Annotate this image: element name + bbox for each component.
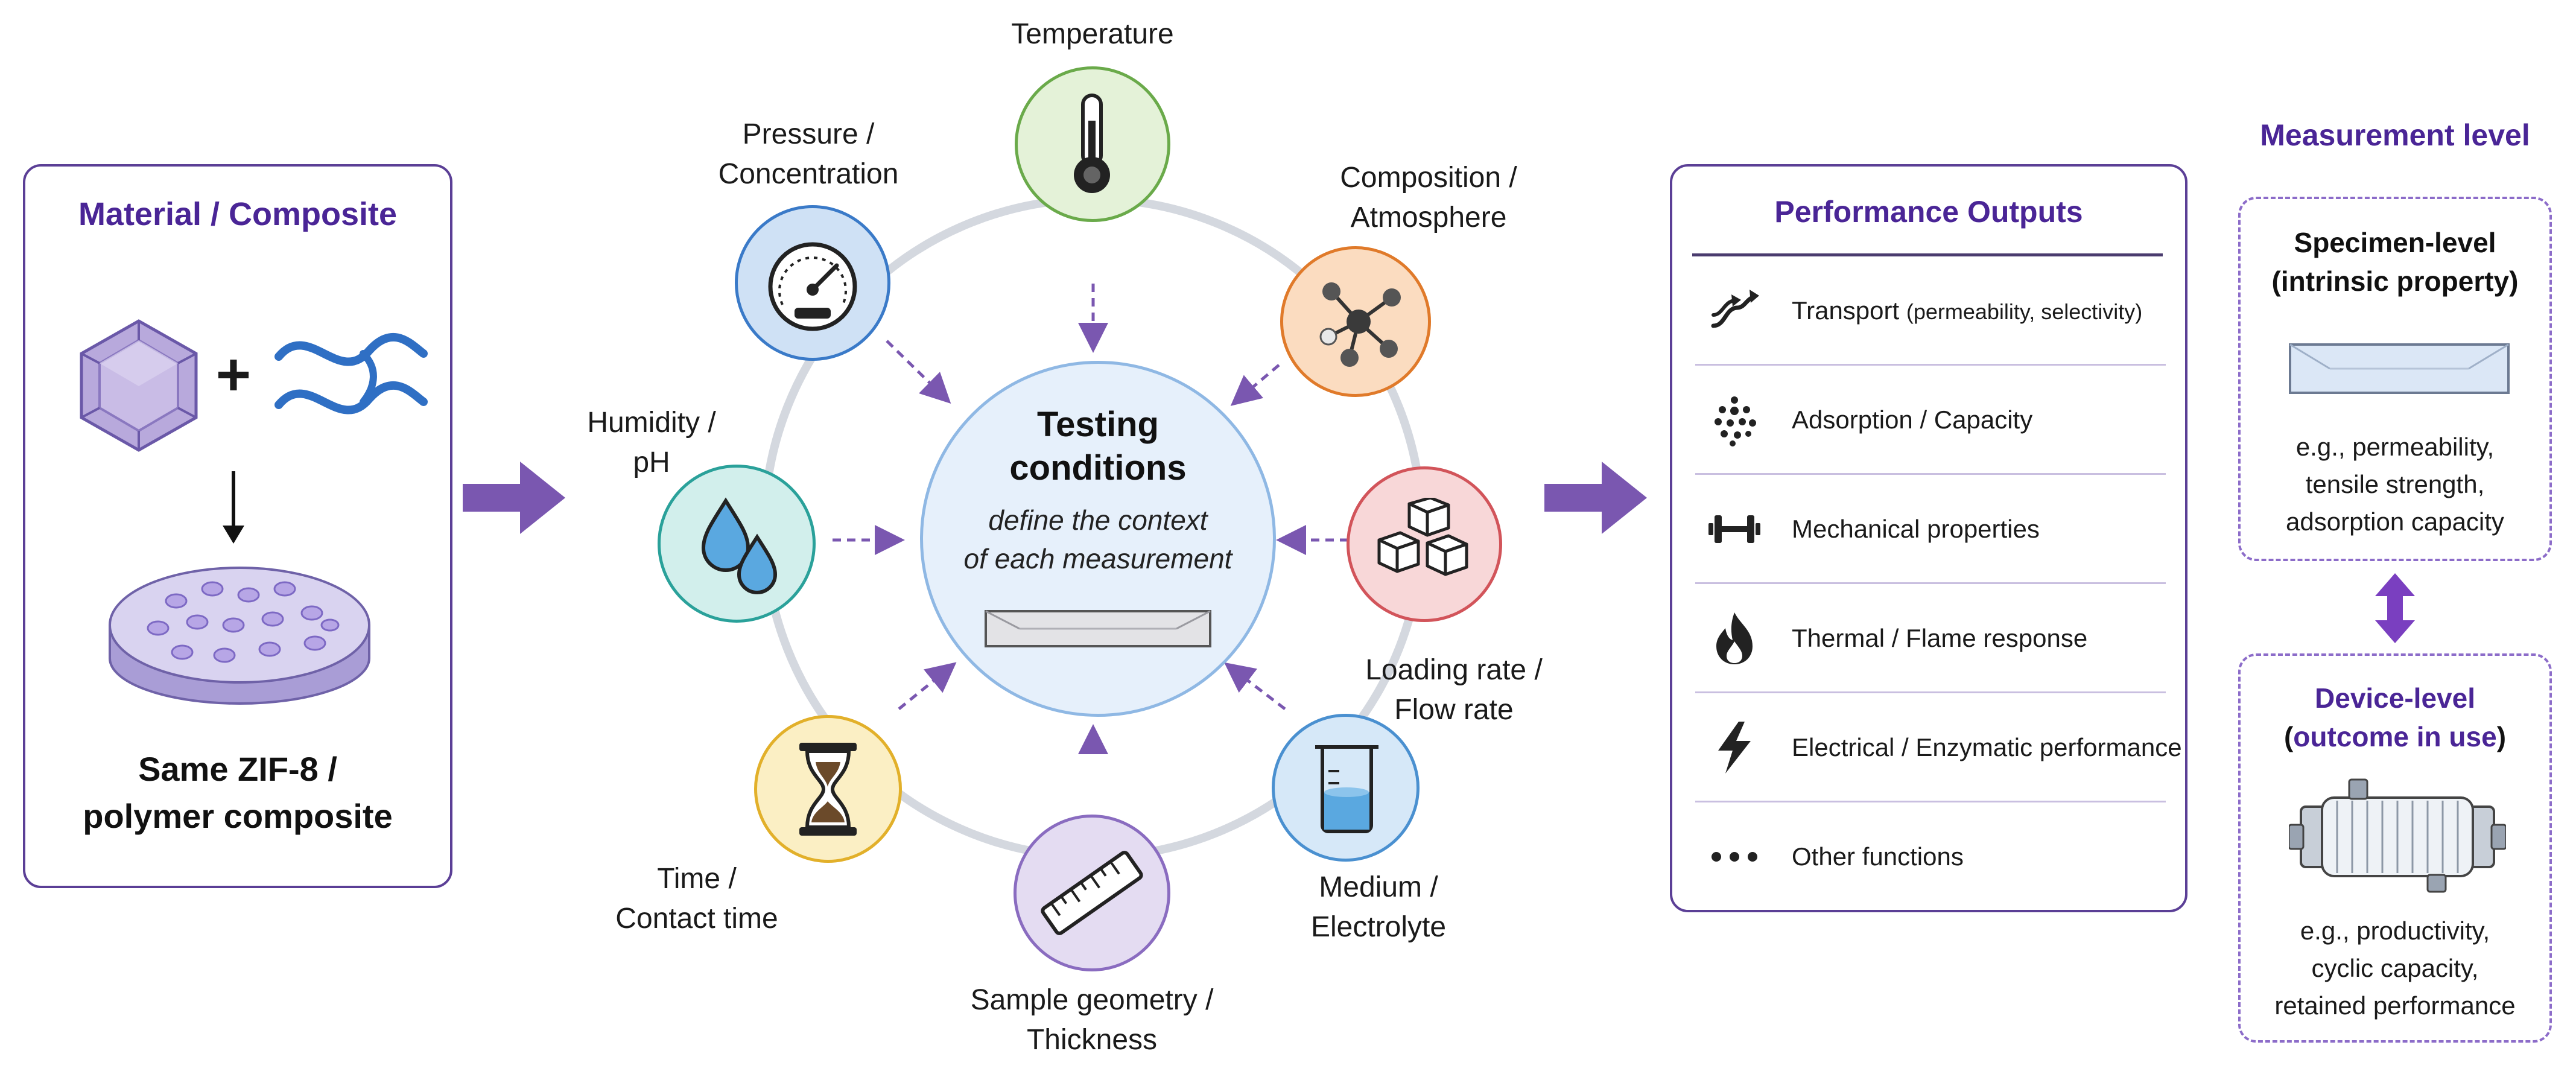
output-label-transport: Transport (permeability, selectivity) bbox=[1792, 256, 2142, 365]
output-label-electrical: Electrical / Enzymatic performance bbox=[1792, 733, 2182, 761]
center-title-line1: Testing bbox=[1037, 405, 1159, 444]
molecule-icon bbox=[1319, 282, 1401, 367]
composite-caption-line2: polymer composite bbox=[83, 797, 393, 835]
medium-label-line1: Medium / bbox=[1319, 871, 1438, 903]
output-row-thermal: Thermal / Flame response bbox=[1695, 584, 2190, 693]
geometry-label-line1: Sample geometry / bbox=[970, 984, 1214, 1016]
performance-outputs-panel bbox=[1670, 164, 2187, 912]
ellipsis-icon bbox=[1712, 852, 1757, 862]
time-label-line2: Contact time bbox=[615, 903, 778, 935]
measurement-level-heading: Measurement level bbox=[2260, 118, 2530, 152]
lightning-icon bbox=[1718, 722, 1751, 774]
output-label-other: Other functions bbox=[1792, 842, 1964, 871]
geometry-label-line2: Thickness bbox=[1026, 1024, 1158, 1056]
specimen-strip-icon bbox=[985, 610, 1211, 647]
center-title-line2: conditions bbox=[1009, 448, 1187, 488]
output-row-mechanical: Mechanical properties bbox=[1695, 475, 2190, 583]
device-text-line1: e.g., productivity, bbox=[2300, 917, 2490, 945]
zif8-crystal-icon bbox=[80, 319, 198, 452]
thermometer-icon bbox=[1074, 94, 1110, 193]
center-subtitle-line1: define the context bbox=[988, 504, 1208, 536]
specimen-text-line3: adsorption capacity bbox=[2286, 507, 2504, 536]
ruler-icon bbox=[1041, 851, 1143, 935]
flow-arrow-left bbox=[463, 462, 565, 534]
composition-label-line2: Atmosphere bbox=[1350, 202, 1507, 234]
pressure-gauge-icon bbox=[768, 242, 857, 331]
output-label-thermal: Thermal / Flame response bbox=[1792, 624, 2088, 652]
plus-sign: + bbox=[215, 341, 252, 408]
device-title-line2: (outcome in use) bbox=[2241, 717, 2549, 756]
membrane-module-icon bbox=[2289, 778, 2506, 893]
specimen-text-line2: tensile strength, bbox=[2305, 470, 2485, 498]
composition-node bbox=[1280, 246, 1431, 397]
down-arrow-icon bbox=[223, 471, 244, 544]
specimen-title-line2: (intrinsic property) bbox=[2271, 265, 2519, 297]
humidity-label-line1: Humidity / bbox=[587, 407, 716, 439]
temperature-label: Temperature bbox=[1011, 18, 1174, 50]
testing-conditions-center bbox=[920, 361, 1276, 717]
output-separator bbox=[1695, 473, 2166, 475]
output-row-transport: Transport (permeability, selectivity) bbox=[1695, 256, 2190, 365]
flame-icon bbox=[1716, 612, 1753, 664]
beaker-icon bbox=[1315, 745, 1378, 833]
adsorption-dots-icon bbox=[1715, 396, 1756, 446]
outputs-title-underline bbox=[1692, 253, 2163, 256]
cubes-icon bbox=[1377, 498, 1468, 576]
hourglass-icon bbox=[799, 743, 857, 836]
pressure-label-line1: Pressure / bbox=[742, 118, 875, 150]
loading-rate-label-line2: Flow rate bbox=[1394, 694, 1514, 726]
flow-arrow-right bbox=[1544, 462, 1647, 534]
specimen-film-icon bbox=[2289, 343, 2510, 394]
outputs-panel-title: Performance Outputs bbox=[1774, 195, 2083, 229]
medium-label-line2: Electrolyte bbox=[1310, 911, 1447, 943]
transport-detail: (permeability, selectivity) bbox=[1906, 299, 2143, 324]
output-row-adsorption: Adsorption / Capacity bbox=[1695, 366, 2190, 474]
device-title-line1: Device-level bbox=[2315, 682, 2475, 714]
water-drops-icon bbox=[701, 497, 778, 594]
loading-rate-label-line1: Loading rate / bbox=[1365, 654, 1543, 686]
humidity-label-line2: pH bbox=[633, 446, 670, 478]
output-row-electrical: Electrical / Enzymatic performance bbox=[1695, 693, 2190, 802]
device-paren-close: ) bbox=[2496, 721, 2507, 752]
material-panel-title: Material / Composite bbox=[78, 196, 398, 232]
output-row-other: Other functions bbox=[1695, 802, 2190, 911]
specimen-level-box: Specimen-level (intrinsic property) e.g.… bbox=[2238, 197, 2552, 561]
output-separator bbox=[1695, 691, 2166, 693]
device-paren-open: ( bbox=[2283, 721, 2294, 752]
inward-arrows bbox=[833, 284, 1348, 754]
transport-label: Transport bbox=[1792, 296, 1900, 325]
specimen-title-line1: Specimen-level bbox=[2294, 227, 2496, 258]
polymer-chain-icon bbox=[274, 332, 428, 415]
center-subtitle-line2: of each measurement bbox=[963, 543, 1232, 574]
pressure-label-line2: Concentration bbox=[718, 158, 899, 190]
dumbbell-icon bbox=[1708, 515, 1760, 543]
specimen-text-line1: e.g., permeability, bbox=[2295, 433, 2495, 461]
device-text-line3: retained performance bbox=[2274, 991, 2516, 1020]
device-title-text: outcome in use bbox=[2293, 721, 2497, 752]
output-label-mechanical: Mechanical properties bbox=[1792, 515, 2040, 543]
output-separator bbox=[1695, 801, 2166, 802]
device-text-line2: cyclic capacity, bbox=[2311, 954, 2479, 982]
composite-caption-line1: Same ZIF-8 / bbox=[138, 750, 337, 788]
output-label-adsorption: Adsorption / Capacity bbox=[1792, 405, 2033, 434]
time-label-line1: Time / bbox=[657, 863, 737, 895]
composition-label-line1: Composition / bbox=[1340, 162, 1517, 194]
device-level-box: Device-level (outcome in use) e.g., prod… bbox=[2238, 653, 2552, 1043]
transport-arrows-icon bbox=[1711, 290, 1759, 328]
loading-rate-node bbox=[1347, 466, 1502, 622]
double-arrow-icon bbox=[2375, 573, 2415, 643]
output-separator bbox=[1695, 582, 2166, 584]
composite-disc-icon bbox=[109, 567, 370, 705]
output-separator bbox=[1695, 364, 2166, 366]
material-composite-panel: Material / Composite + bbox=[23, 164, 452, 888]
